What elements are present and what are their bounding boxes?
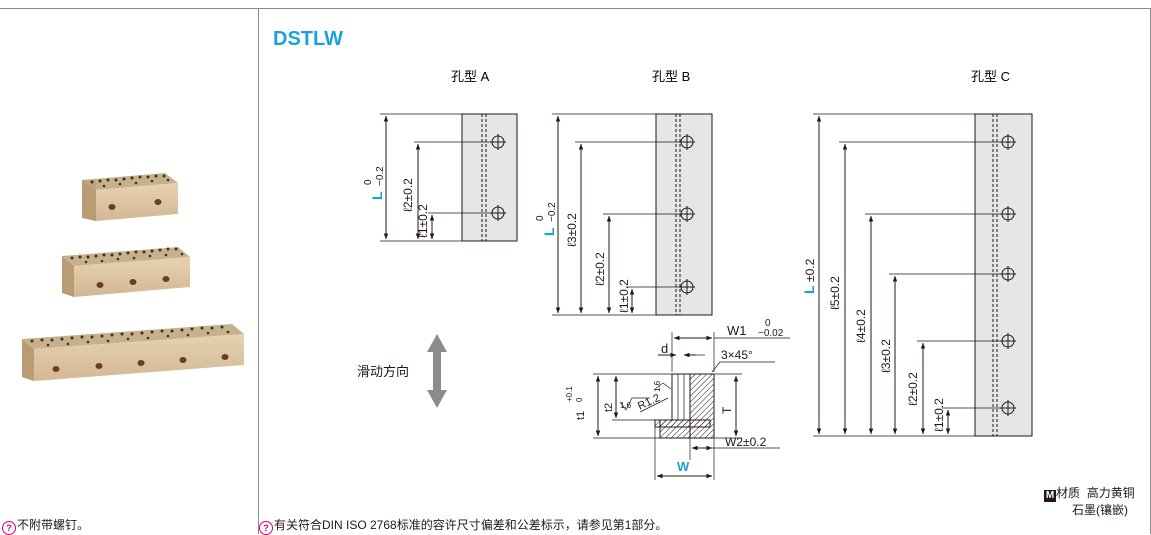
dim-chamfer: 3×45° [721,348,753,362]
dim-W1-tol-top: 0 [765,318,771,329]
note-din-iso: ?有关符合DIN ISO 2768标准的容许尺寸偏差和公差标示，请参见第1部分。 [259,516,667,535]
dim-b-l1: ℓ1±0.2 [617,279,631,313]
dim-a-l1: ℓ1±0.2 [416,204,430,238]
hole-type-b-drawing [552,113,713,316]
dim-T: T [720,406,734,414]
product-photo-short [82,173,178,221]
dim-b-L-tol-top: 0 [535,215,546,221]
roughness-1: 1.6 [620,401,632,410]
slide-direction-arrow [427,334,447,408]
dim-c-l2: ℓ2±0.2 [906,372,920,406]
dim-b-L-tol-bot: −0.2 [547,202,558,222]
column-divider [258,8,259,534]
hole-type-a-label: 孔型 A [451,69,490,84]
material-label: 材质 [1056,486,1081,500]
dim-a-L-symbol: L [369,191,385,200]
note-no-screws: ?不附带螺钉。 [2,516,89,535]
dim-c-l4: ℓ4±0.2 [854,309,868,343]
cross-section-drawing [593,332,790,480]
dim-t1-tol-bot: 0 [575,397,584,402]
product-photo-medium [62,247,190,297]
dim-c-L-symbol: L [801,285,817,294]
material-badge-icon: M [1044,490,1056,502]
warning-icon: ? [2,521,16,535]
dim-W1: W1 [727,323,747,338]
material-line1: 高力黄铜 [1086,486,1135,500]
dim-a-L-tol-top: 0 [363,179,374,185]
dim-W2: W2±0.2 [725,435,767,449]
dim-c-l3: ℓ3±0.2 [879,339,893,373]
dim-t1: t1 [575,411,587,420]
page-frame [0,8,1150,535]
hole-type-c-drawing [813,113,1033,437]
dim-b-L-symbol: L [541,227,557,236]
dim-R: R1.2 [636,392,662,413]
dim-b-l2: ℓ2±0.2 [593,252,607,286]
hole-type-c-label: 孔型 C [971,69,1010,84]
dim-W1-tol-bot: −0.02 [758,328,784,339]
slide-direction-label: 滑动方向 [357,364,409,379]
dim-t1-tol-top: +0.1 [565,386,574,402]
dim-c-l1: ℓ1±0.2 [932,398,946,432]
dim-a-l2: ℓ2±0.2 [401,178,415,212]
product-code-title: DSTLW [273,28,343,50]
dim-c-L-tol: ±0.2 [803,258,817,282]
product-photo-long [22,324,244,381]
dim-a-L-tol-bot: −0.2 [375,166,386,186]
warning-icon: ? [259,521,273,535]
dim-b-l3: ℓ3±0.2 [565,213,579,247]
dim-W: W [677,459,690,474]
hole-type-a-drawing [380,113,518,242]
roughness-2: 1.6 [653,380,662,392]
material-line2: 石墨(镶嵌) [1072,503,1128,517]
dim-t2: t2 [603,403,615,412]
dim-c-l5: ℓ5±0.2 [828,276,842,310]
dim-d: d [661,341,668,356]
hole-type-b-label: 孔型 B [652,69,690,84]
